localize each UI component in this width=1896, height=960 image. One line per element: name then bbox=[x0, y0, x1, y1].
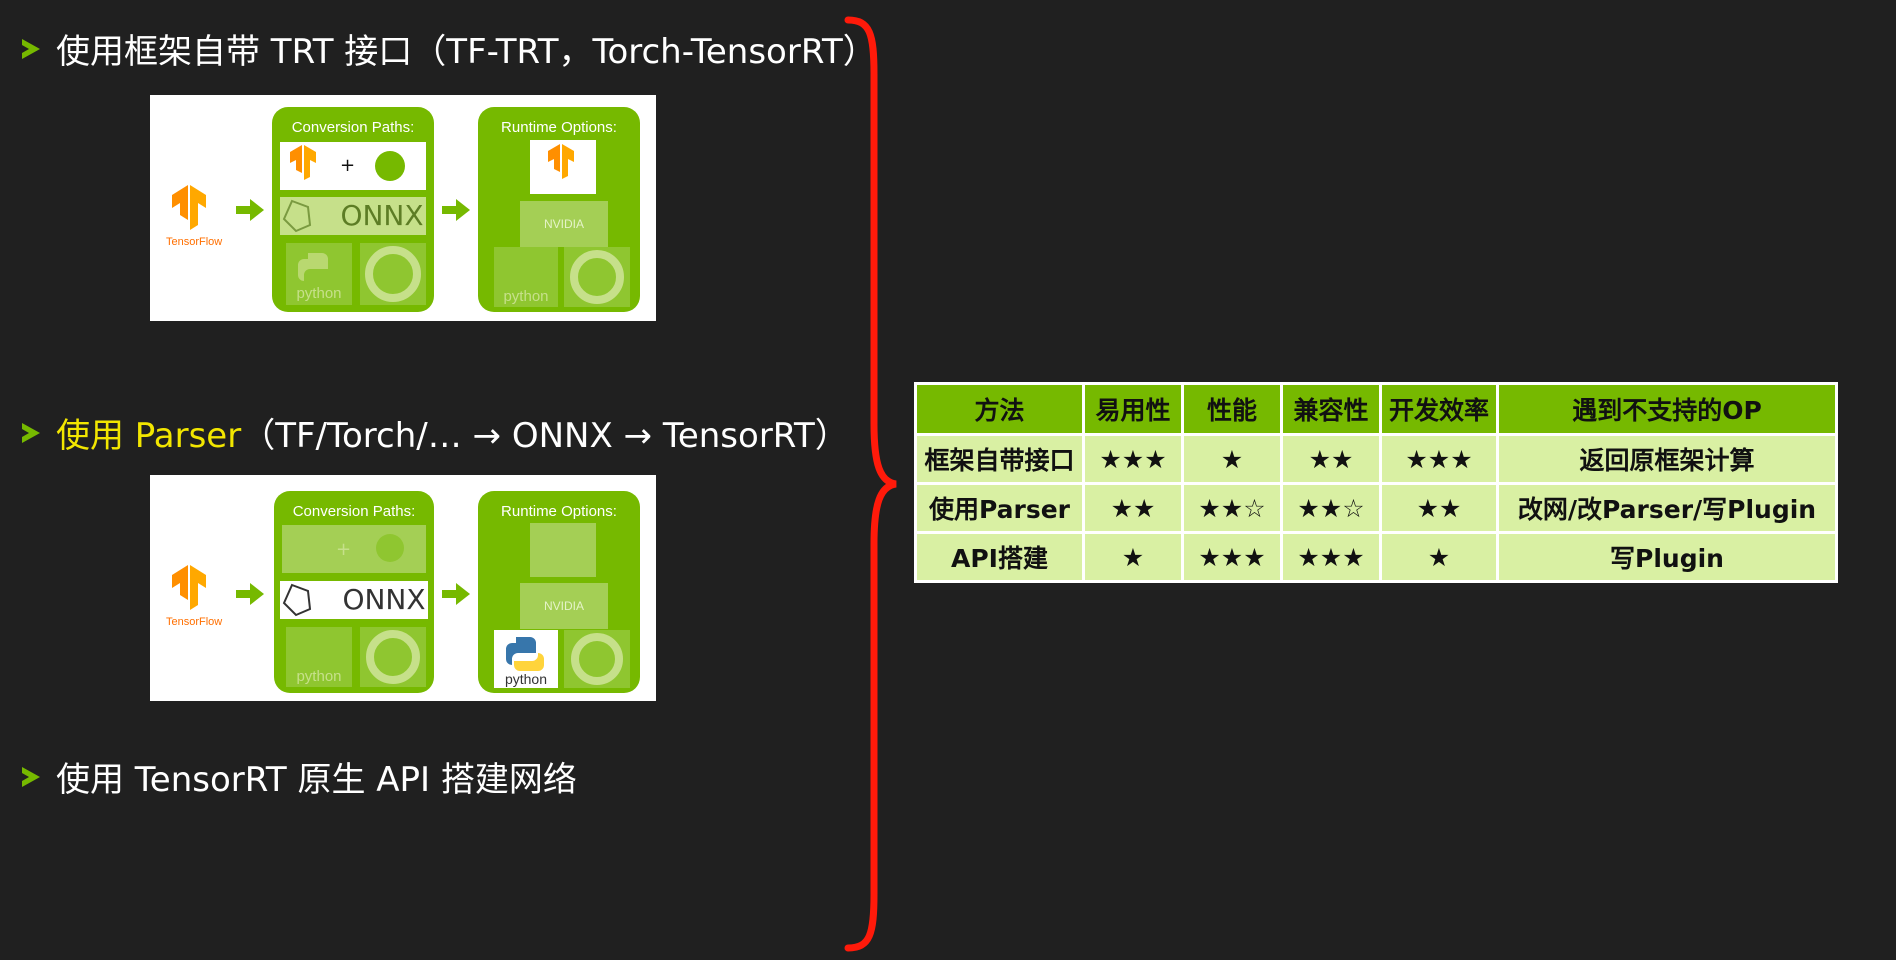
conversion-title: Conversion Paths: bbox=[292, 119, 415, 136]
header-unsupported-op: 遇到不支持的OP bbox=[1496, 382, 1838, 436]
table-cell: ★★☆ bbox=[1181, 482, 1283, 534]
table-cell: ★ bbox=[1379, 531, 1499, 583]
bullet-text: 使用框架自带 TRT 接口（TF-TRT，Torch-TensorRT） bbox=[56, 32, 877, 72]
header-dev-efficiency: 开发效率 bbox=[1379, 382, 1499, 436]
runtime-tf-tile bbox=[530, 523, 596, 577]
tf-plus-trt-tile bbox=[282, 525, 426, 573]
runtime-title: Runtime Options: bbox=[501, 119, 617, 136]
table-cell: ★★ bbox=[1379, 482, 1499, 534]
table-header-row: 方法 易用性 性能 兼容性 开发效率 遇到不支持的OP bbox=[914, 382, 1838, 436]
bullet-highlight: 使用 Parser bbox=[56, 416, 242, 456]
runtime-python-tile bbox=[494, 247, 558, 307]
onnx-label: ONNX bbox=[342, 583, 425, 616]
python-icon bbox=[506, 637, 536, 665]
bullet-text: 使用 TensorRT 原生 API 搭建网络 bbox=[56, 760, 577, 800]
table-cell: ★★ bbox=[1280, 433, 1382, 485]
runtime-title: Runtime Options: bbox=[501, 503, 617, 520]
cpp-icon bbox=[571, 633, 623, 685]
table-cell: 改网/改Parser/写Plugin bbox=[1496, 482, 1838, 534]
tensorflow-icon: TensorFlow bbox=[166, 565, 222, 628]
onnx-icon bbox=[282, 583, 312, 617]
table-cell: ★★☆ bbox=[1280, 482, 1382, 534]
conversion-title: Conversion Paths: bbox=[293, 503, 416, 520]
plus-sign: + bbox=[336, 539, 351, 560]
header-performance: 性能 bbox=[1181, 382, 1283, 436]
comparison-table: 方法 易用性 性能 兼容性 开发效率 遇到不支持的OP 框架自带接口 ★★★ ★… bbox=[914, 382, 1838, 583]
nvidia-label: NVIDIA bbox=[544, 599, 584, 613]
bullet-native-api: 使用 TensorRT 原生 API 搭建网络 bbox=[22, 752, 577, 801]
table-cell: ★★ bbox=[1082, 482, 1184, 534]
bullet-arrow-icon bbox=[22, 766, 40, 787]
table-row: 框架自带接口 ★★★ ★ ★★ ★★★ 返回原框架计算 bbox=[914, 433, 1838, 485]
arrow-right-icon bbox=[236, 199, 264, 221]
table-row: 使用Parser ★★ ★★☆ ★★☆ ★★ 改网/改Parser/写Plugi… bbox=[914, 482, 1838, 534]
python-tile bbox=[286, 627, 352, 687]
table-cell: 使用Parser bbox=[914, 482, 1085, 534]
table-cell: ★ bbox=[1082, 531, 1184, 583]
tensorrt-badge-icon bbox=[375, 151, 405, 181]
plus-sign: + bbox=[340, 155, 355, 176]
bullet-arrow-icon bbox=[22, 422, 40, 443]
header-compatibility: 兼容性 bbox=[1280, 382, 1382, 436]
triton-tile bbox=[520, 583, 608, 629]
python-label: python bbox=[296, 668, 341, 685]
bullet-arrow-icon bbox=[22, 38, 40, 59]
bullet-text: （TF/Torch/… → ONNX → TensorRT） bbox=[241, 416, 849, 456]
table-row: API搭建 ★ ★★★ ★★★ ★ 写Plugin bbox=[914, 531, 1838, 583]
cpp-icon bbox=[570, 250, 624, 304]
table-cell: API搭建 bbox=[914, 531, 1085, 583]
nvidia-label: NVIDIA bbox=[544, 217, 584, 231]
conversion-diagram-1: TensorFlow Conversion Paths: + ONNX pyth… bbox=[150, 95, 656, 321]
table-cell: ★ bbox=[1181, 433, 1283, 485]
cpp-icon bbox=[366, 630, 420, 684]
tensorflow-label: TensorFlow bbox=[166, 616, 222, 628]
onnx-label: ONNX bbox=[340, 199, 423, 232]
onnx-tile bbox=[280, 581, 428, 619]
table-cell: ★★★ bbox=[1181, 531, 1283, 583]
python-label: python bbox=[296, 285, 341, 302]
right-brace-icon bbox=[844, 16, 897, 952]
tensorrt-badge-icon bbox=[376, 534, 404, 562]
conversion-diagram-2: TensorFlow Conversion Paths: + ONNX pyth… bbox=[150, 475, 656, 701]
table-cell: ★★★ bbox=[1379, 433, 1499, 485]
table-cell: 写Plugin bbox=[1496, 531, 1838, 583]
onnx-icon bbox=[282, 199, 312, 233]
cpp-icon bbox=[365, 246, 421, 302]
table-cell: 返回原框架计算 bbox=[1496, 433, 1838, 485]
python-label: python bbox=[505, 671, 547, 687]
table-cell: 框架自带接口 bbox=[914, 433, 1085, 485]
header-method: 方法 bbox=[914, 382, 1085, 436]
table-cell: ★★★ bbox=[1082, 433, 1184, 485]
bullet-parser: 使用 Parser （TF/Torch/… → ONNX → TensorRT） bbox=[22, 408, 849, 457]
python-label: python bbox=[503, 288, 548, 305]
arrow-right-icon bbox=[442, 583, 470, 605]
tensorflow-icon: TensorFlow bbox=[166, 185, 222, 248]
onnx-tile bbox=[280, 197, 426, 235]
triton-tile bbox=[520, 201, 608, 247]
header-usability: 易用性 bbox=[1082, 382, 1184, 436]
bullet-framework-trt: 使用框架自带 TRT 接口（TF-TRT，Torch-TensorRT） bbox=[22, 24, 877, 73]
arrow-right-icon bbox=[236, 583, 264, 605]
table-cell: ★★★ bbox=[1280, 531, 1382, 583]
arrow-right-icon bbox=[442, 199, 470, 221]
tensorflow-label: TensorFlow bbox=[166, 236, 222, 248]
